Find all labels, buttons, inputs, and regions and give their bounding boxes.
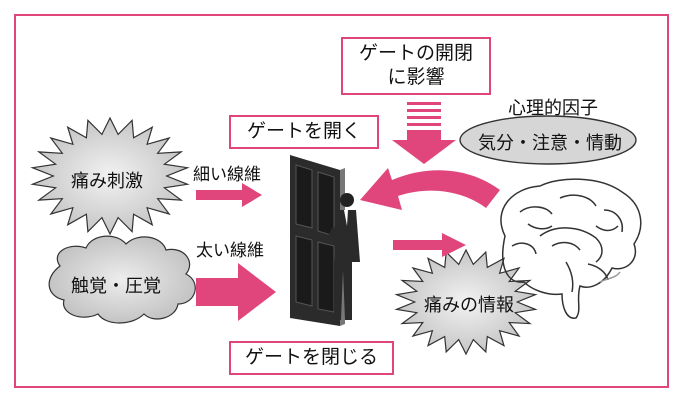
gate-open-box: ゲートを開く — [229, 115, 379, 149]
gate-influence-line2: に影響 — [387, 66, 445, 88]
touch-pressure-cloud — [48, 235, 196, 324]
psych-factors-content: 気分・注意・情動 — [478, 133, 622, 154]
psych-factors-ellipse — [459, 115, 637, 165]
thin-fiber-label: 細い線維 — [193, 165, 261, 185]
gate-influence-box: ゲートの開閉 に影響 — [341, 37, 491, 95]
brain-to-gate-curved-arrow — [360, 168, 500, 210]
gate-influence-line1: ゲートの開閉 — [358, 42, 473, 65]
gate-close-box: ゲートを閉じる — [229, 341, 394, 375]
pain-to-brain-arrow — [393, 233, 466, 257]
diagram-frame — [14, 14, 669, 388]
pain-info-label: 痛みの情報 — [424, 295, 514, 316]
man-icon — [328, 193, 360, 320]
brain-icon — [500, 178, 642, 319]
thin-fiber-arrow — [196, 183, 262, 207]
thick-fiber-arrow — [196, 263, 276, 321]
thick-fiber-label: 太い線維 — [196, 241, 264, 261]
touch-pressure-label: 触覚・圧覚 — [71, 276, 161, 297]
influence-down-arrow — [392, 102, 456, 164]
psych-factors-title: 心理的因子 — [508, 98, 598, 119]
pain-stimulus-starburst — [30, 116, 190, 236]
pain-stimulus-label: 痛み刺激 — [71, 171, 143, 192]
